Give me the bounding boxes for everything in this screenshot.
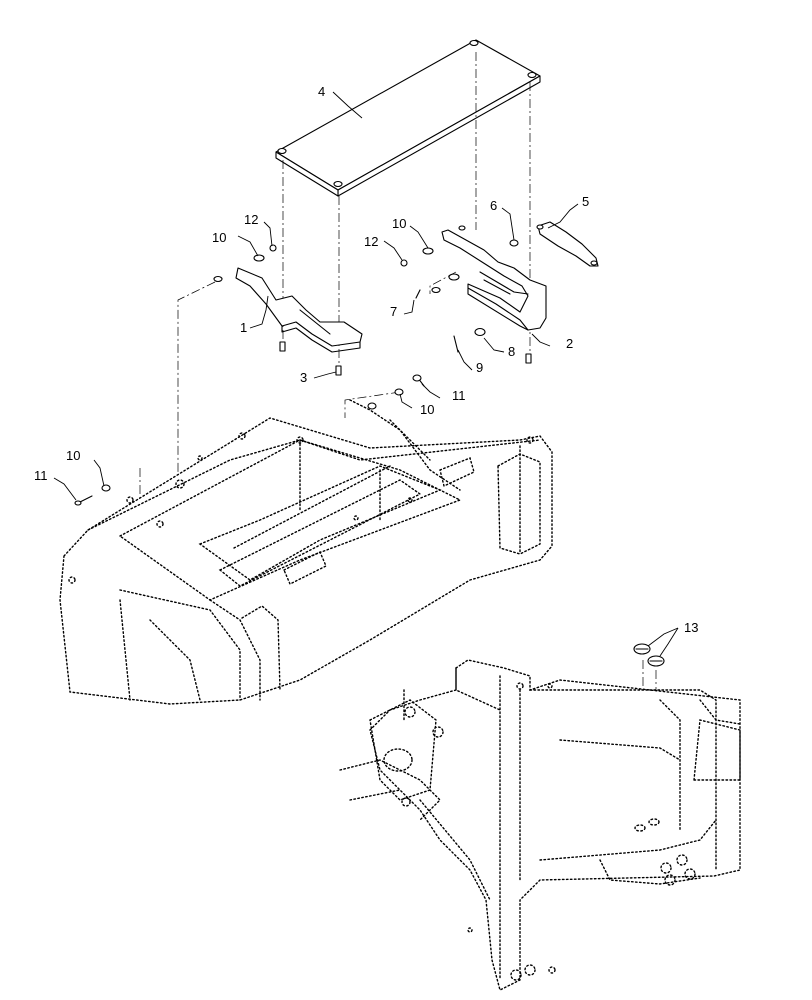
callout-11: 11 xyxy=(34,468,48,483)
callout-10: 10 xyxy=(212,230,226,245)
callout-12: 12 xyxy=(364,234,378,249)
callout-11: 11 xyxy=(452,388,466,403)
callout-labels: 4 12 10 1 3 10 12 6 5 7 2 8 9 11 10 10 1… xyxy=(34,84,698,635)
callout-5: 5 xyxy=(582,194,589,209)
lower-frame xyxy=(339,659,741,992)
callout-10: 10 xyxy=(392,216,406,231)
callout-9: 9 xyxy=(476,360,483,375)
callout-13: 13 xyxy=(684,620,698,635)
part-2-right-bracket xyxy=(441,229,547,331)
callout-12: 12 xyxy=(244,212,258,227)
main-frame xyxy=(59,399,553,705)
callout-1: 1 xyxy=(240,320,247,335)
callout-7: 7 xyxy=(390,304,397,319)
callout-2: 2 xyxy=(566,336,573,351)
part-5-plate xyxy=(536,221,599,267)
part-1-left-bracket xyxy=(235,267,363,353)
callout-8: 8 xyxy=(508,344,515,359)
callout-4: 4 xyxy=(318,84,325,99)
callout-3: 3 xyxy=(300,370,307,385)
part-4-cover-plate xyxy=(275,39,541,197)
callout-10: 10 xyxy=(66,448,80,463)
leader-lines xyxy=(53,91,679,657)
callout-6: 6 xyxy=(490,198,497,213)
callout-10: 10 xyxy=(420,402,434,417)
hardware xyxy=(74,225,665,667)
